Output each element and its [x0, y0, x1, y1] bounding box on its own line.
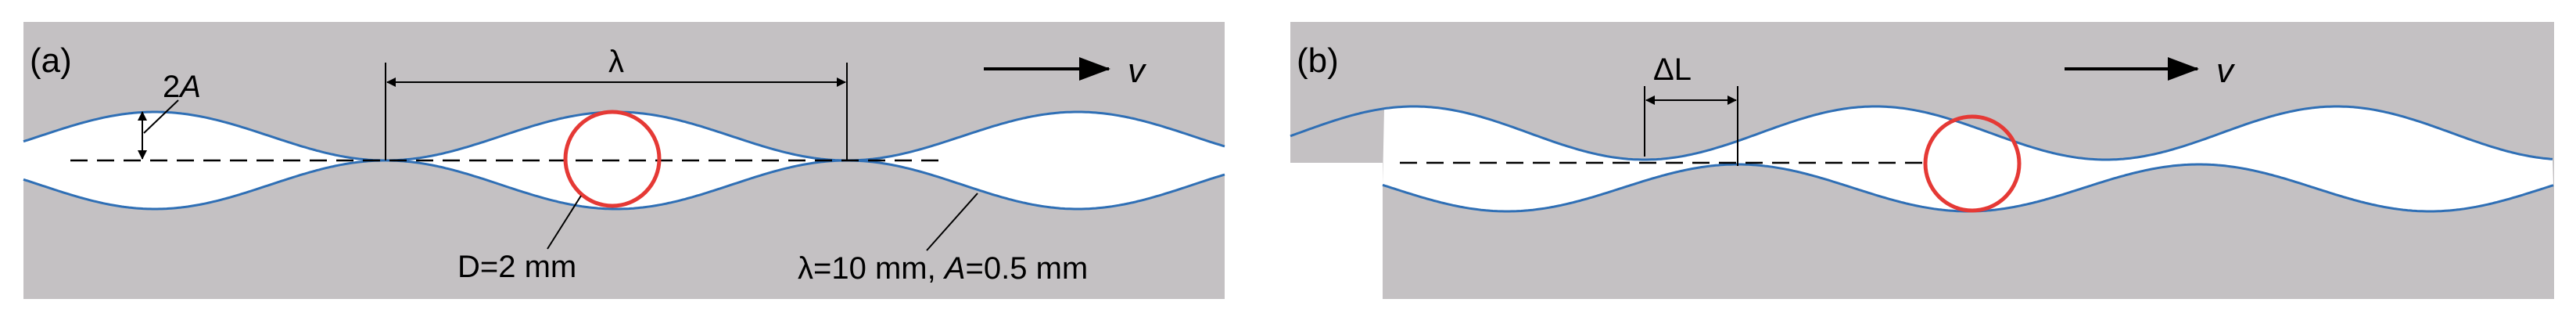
particle-b: [1923, 114, 2022, 213]
amplitude-leader: [143, 99, 179, 134]
panel-b: ΔL v (b): [1290, 22, 2554, 299]
amplitude-label: 2A: [163, 70, 201, 104]
panel-a-lower-wave: [23, 159, 1225, 211]
wavelength-label: λ: [608, 45, 624, 79]
params-label: λ=10 mm, A=0.5 mm: [798, 251, 1088, 286]
panel-b-upper-wave: [1290, 105, 2553, 161]
panel-b-tag: (b): [1297, 41, 1339, 80]
panel-a-channel: [23, 112, 1225, 209]
offset-label: ΔL: [1653, 52, 1692, 87]
panel-a: 2A λ v D=2 mm λ=10 mm, A=0.5 mm (a): [23, 22, 1225, 299]
diameter-label: D=2 mm: [457, 250, 576, 284]
panel-b-channel: [1383, 106, 2553, 211]
params-leader: [926, 193, 978, 251]
particle-a: [563, 110, 662, 208]
panel-a-tag: (a): [30, 41, 72, 80]
velocity-label-a: v: [1128, 52, 1147, 90]
velocity-label-b: v: [2216, 52, 2236, 90]
diameter-leader: [547, 195, 582, 250]
